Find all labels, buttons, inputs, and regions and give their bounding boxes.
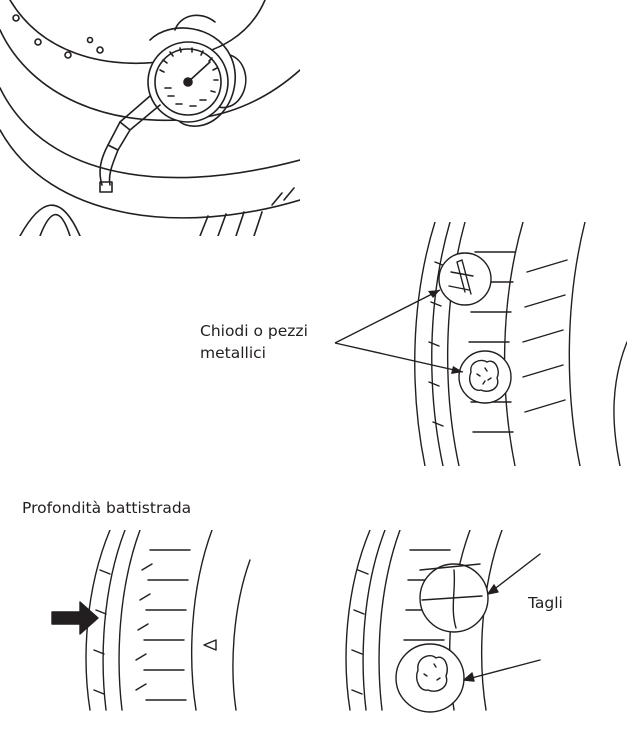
nails-label-line-2: metallici (200, 342, 308, 364)
tread-wear-indicator-icon (204, 640, 216, 650)
tread-cuts-illustration (330, 530, 560, 730)
nails-label: Chiodi o pezzi metallici (200, 320, 308, 364)
arrow-right-icon (52, 602, 98, 634)
nails-label-line-1: Chiodi o pezzi (200, 320, 308, 342)
tread-depth-label: Profondità battistrada (22, 497, 191, 519)
tread-depth-illustration (40, 530, 280, 730)
cuts-label: Tagli (528, 592, 563, 614)
